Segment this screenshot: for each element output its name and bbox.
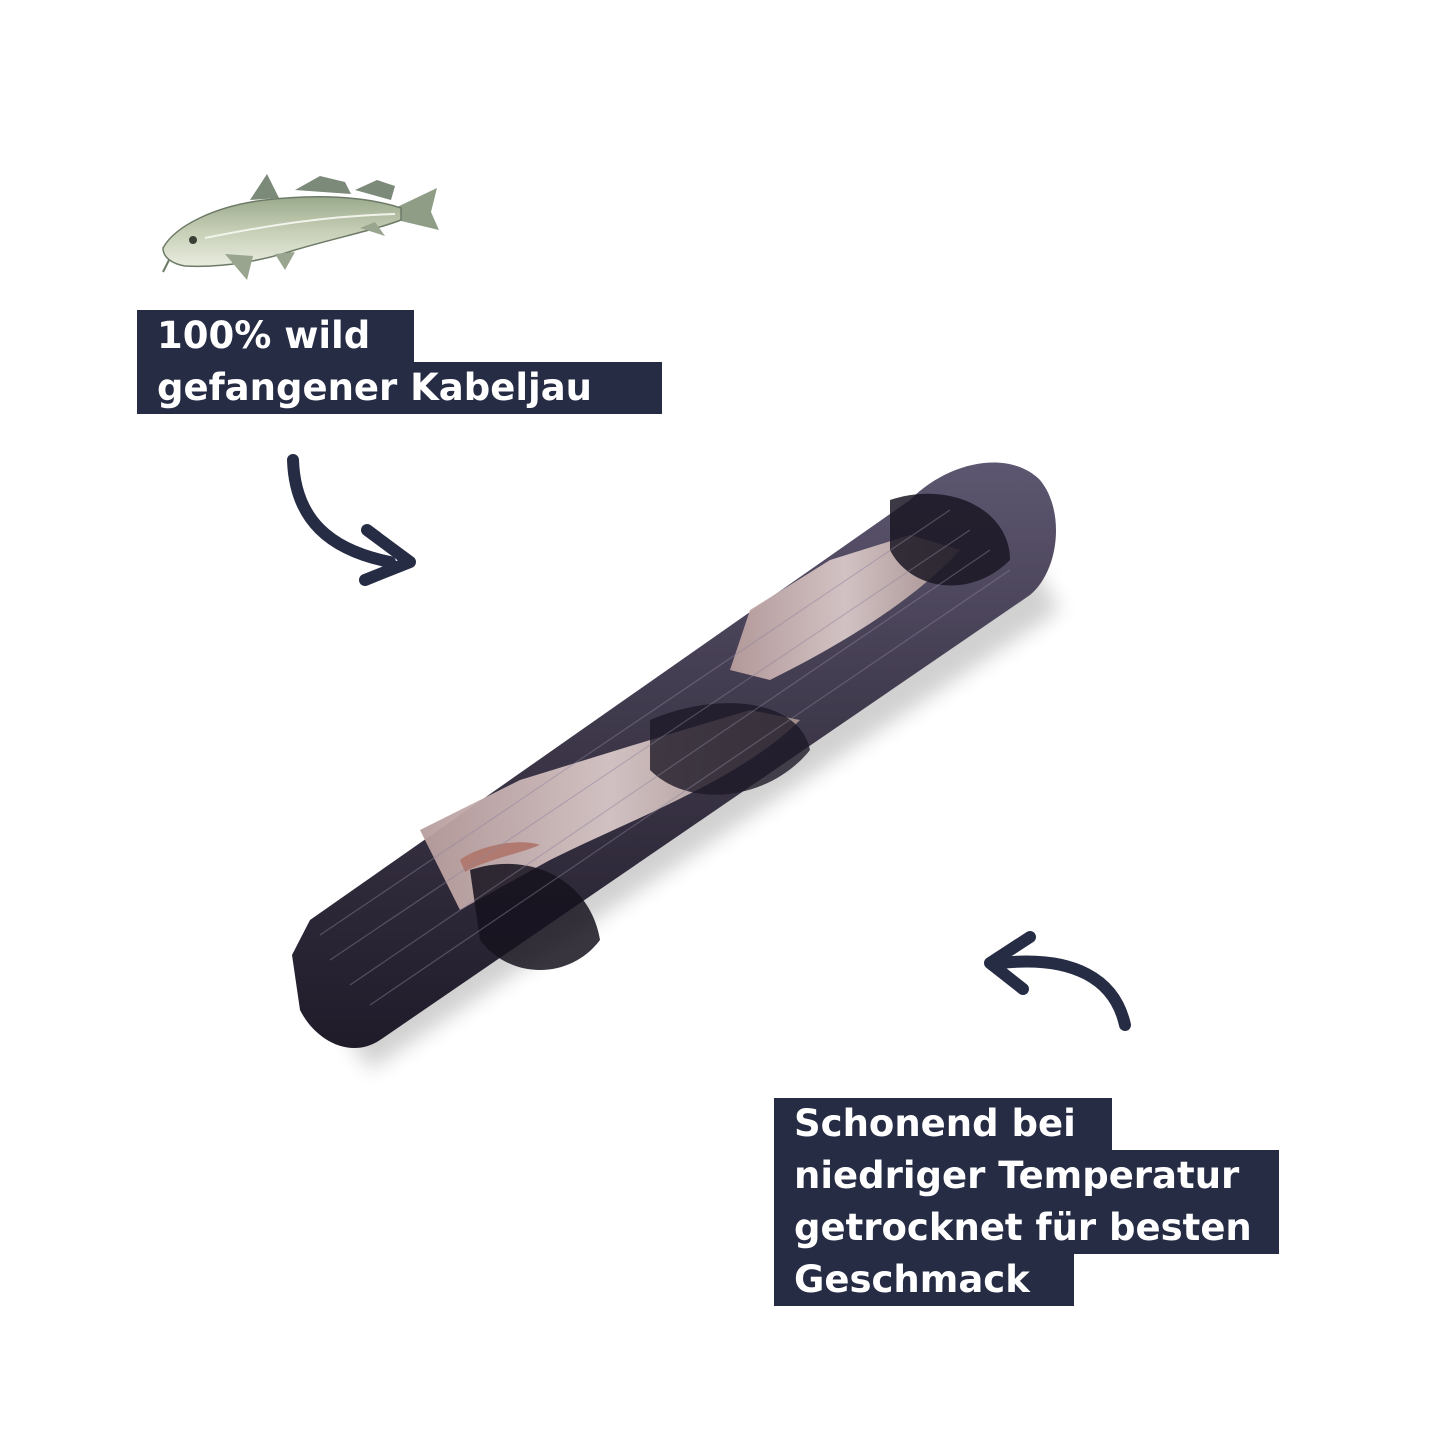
dried-cod-skin-roll-image bbox=[292, 462, 1060, 1070]
callout-bottom-line-2: niedriger Temperatur bbox=[774, 1150, 1279, 1202]
callout-bottom-line-3: getrocknet für besten bbox=[774, 1202, 1279, 1254]
curved-arrow-down-right-icon bbox=[287, 454, 416, 586]
callout-top-line-1: 100% wild bbox=[137, 310, 414, 362]
callout-bottom-line-4: Geschmack bbox=[774, 1254, 1074, 1306]
cod-fish-icon bbox=[162, 174, 439, 280]
curved-arrow-up-left-icon bbox=[984, 931, 1131, 1031]
callout-bottom-line-1: Schonend bei bbox=[774, 1098, 1112, 1150]
callout-top-line-2: gefangener Kabeljau bbox=[137, 362, 662, 414]
